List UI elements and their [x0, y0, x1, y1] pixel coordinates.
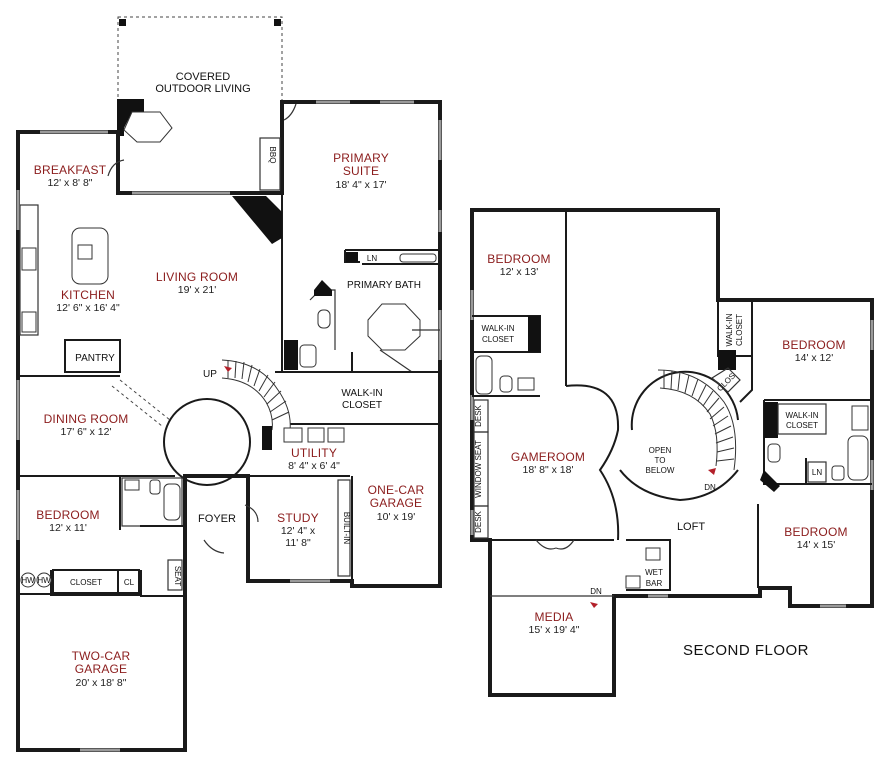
- covered-outdoor-living-line1: COVERED: [176, 71, 230, 83]
- open-to-below-line1: OPEN: [649, 446, 672, 455]
- one-car-garage-line2: GARAGE: [370, 496, 423, 510]
- bedroom-1-name: BEDROOM: [36, 508, 99, 522]
- bedroom-nw-name: BEDROOM: [487, 252, 550, 266]
- second-floor-outer-wall: [470, 208, 874, 697]
- bedroom-nw-dim: 12' x 13': [500, 266, 538, 278]
- open-to-below-line2: TO: [655, 456, 666, 465]
- dining-room-dim: 17' 6" x 12': [61, 426, 112, 438]
- walk-in-closet-line2: CLOSET: [342, 400, 382, 411]
- utility-dim: 8' 4" x 6' 4": [288, 460, 340, 472]
- utility-name: UTILITY: [291, 446, 337, 460]
- walk-in-closet-e-line2: CLOSET: [786, 421, 818, 430]
- two-car-garage-line1: TWO-CAR: [72, 649, 131, 663]
- foyer-label: FOYER: [198, 513, 236, 525]
- walk-in-closet-w-line2: CLOSET: [482, 335, 514, 344]
- second-floor-labels: BEDROOM 12' x 13' WALK-IN CLOSET DESK WI…: [474, 252, 848, 659]
- covered-outdoor-living-line2: OUTDOOR LIVING: [155, 83, 250, 95]
- gameroom-dim: 18' 8" x 18': [523, 464, 574, 476]
- seat-label: SEAT: [173, 566, 182, 586]
- second-floor-stair: [657, 369, 737, 475]
- living-room-dim: 19' x 21': [178, 284, 216, 296]
- open-to-below-line3: BELOW: [646, 466, 675, 475]
- two-car-garage-line2: GARAGE: [75, 662, 128, 676]
- rotunda: [163, 398, 251, 486]
- bedroom-se-name: BEDROOM: [784, 525, 847, 539]
- hw-label-2: HW: [37, 576, 51, 585]
- primary-suite-line2: SUITE: [343, 164, 379, 178]
- window-seat-label: WINDOW SEAT: [474, 440, 483, 498]
- walk-in-closet-ne-line1: WALK-IN: [725, 313, 734, 346]
- primary-suite-line1: PRIMARY: [333, 151, 389, 165]
- dining-room-name: DINING ROOM: [44, 412, 129, 426]
- water-heater-1: [20, 572, 36, 588]
- up-label: UP: [203, 369, 217, 380]
- study-dim-2: 11' 8": [285, 537, 311, 549]
- fireplace: [117, 99, 144, 136]
- ln-label: LN: [367, 254, 377, 263]
- bedroom-ne-dim: 14' x 12': [795, 352, 833, 364]
- kitchen-name: KITCHEN: [61, 288, 115, 302]
- media-dim: 15' x 19' 4": [529, 624, 580, 636]
- one-car-garage-dim: 10' x 19': [377, 511, 415, 523]
- desk-bottom-label: DESK: [474, 510, 483, 532]
- wet-bar-line1: WET: [645, 568, 663, 577]
- walk-in-closet-line1: WALK-IN: [341, 388, 382, 399]
- kitchen-dim: 12' 6" x 16' 4": [56, 302, 120, 314]
- breakfast-name: BREAKFAST: [34, 163, 107, 177]
- primary-bath-label: PRIMARY BATH: [347, 280, 421, 291]
- built-in-label: BUILT-IN: [342, 512, 351, 545]
- primary-bath-tub: [367, 303, 421, 351]
- first-floor-labels: COVERED OUTDOOR LIVING BBQ BREAKFAST 12'…: [21, 71, 424, 689]
- closet-label: CLOSET: [70, 578, 102, 587]
- bedroom-se-dim: 14' x 15': [797, 539, 835, 551]
- loft-label: LOFT: [677, 521, 705, 533]
- hw-label-1: HW: [21, 576, 35, 585]
- first-floor: [16, 16, 442, 752]
- gameroom-name: GAMEROOM: [511, 450, 585, 464]
- bbq-label: BBQ: [268, 147, 277, 164]
- media-name: MEDIA: [534, 610, 573, 624]
- dn-stair-label: DN: [704, 483, 716, 492]
- two-car-garage-dim: 20' x 18' 8": [76, 677, 127, 689]
- walk-in-closet-w-line1: WALK-IN: [481, 324, 514, 333]
- water-heater-2: [36, 572, 52, 588]
- ln-label-2: LN: [812, 468, 822, 477]
- primary-suite-dim: 18' 4" x 17': [336, 179, 387, 191]
- living-room-name: LIVING ROOM: [156, 270, 238, 284]
- wet-bar-line2: BAR: [646, 579, 663, 588]
- desk-top-label: DESK: [474, 404, 483, 426]
- first-floor-stair: [221, 359, 291, 431]
- second-floor-title: SECOND FLOOR: [683, 642, 809, 659]
- walk-in-closet-e-line1: WALK-IN: [785, 411, 818, 420]
- study-name: STUDY: [277, 511, 319, 525]
- breakfast-dim: 12' x 8' 8": [47, 177, 92, 189]
- one-car-garage-line1: ONE-CAR: [368, 483, 425, 497]
- dn-media-label: DN: [590, 587, 602, 596]
- cl-label: CL: [124, 578, 135, 587]
- pantry-label: PANTRY: [75, 353, 115, 364]
- walk-in-closet-ne-line2: CLOSET: [735, 314, 744, 346]
- bedroom-ne-name: BEDROOM: [782, 338, 845, 352]
- second-floor: [470, 208, 874, 697]
- study-dim-1: 12' 4" x: [281, 525, 316, 537]
- bedroom-1-dim: 12' x 11': [49, 522, 87, 534]
